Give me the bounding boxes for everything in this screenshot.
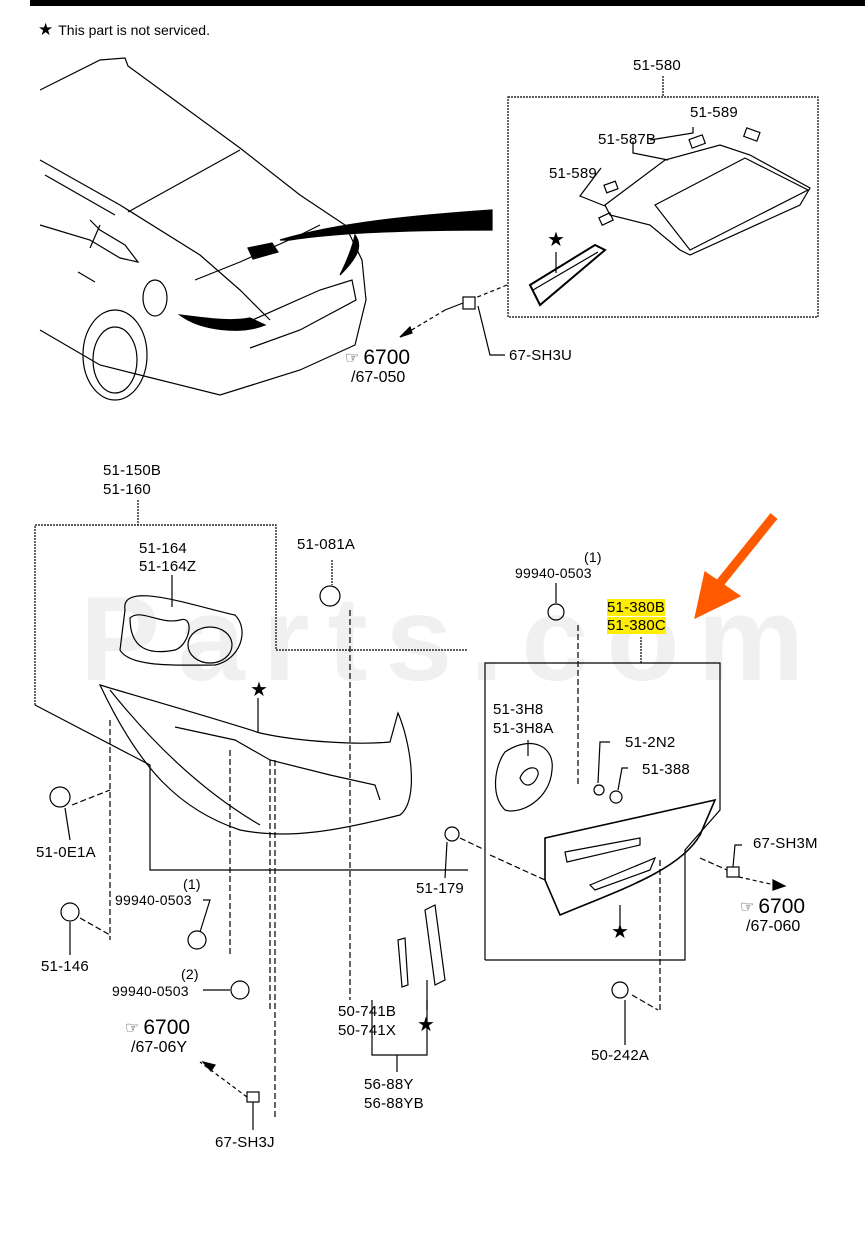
label-50-741B[interactable]: 50-741B	[338, 1003, 397, 1020]
not-serviced-star-icon: ★	[611, 921, 629, 943]
cap-51-3H8	[494, 743, 553, 812]
hmsl-lamp-part	[528, 243, 607, 307]
label-51-580[interactable]: 51-580	[633, 57, 681, 74]
label-56-88Y[interactable]: 56-88Y	[364, 1076, 414, 1093]
label-51-081A[interactable]: 51-081A	[297, 536, 356, 553]
not-serviced-star-icon: ★	[250, 679, 268, 701]
car-illustration	[39, 57, 493, 401]
reflector-part	[397, 904, 446, 988]
nut-99940-0503-2	[230, 980, 250, 1000]
top-border-bar	[30, 0, 865, 6]
section-reference-6700-67-06Y[interactable]: ☞ 6700 /67-06Y	[125, 1017, 190, 1057]
watermark: Parts.com	[80, 572, 823, 706]
label-99940-r-qty: (1)	[584, 549, 602, 565]
group-box-51-150B	[34, 524, 468, 705]
socket-67-SH3J	[246, 1091, 260, 1103]
reference-subsection: /67-06Y	[131, 1039, 188, 1056]
left-tail-lamp-part	[98, 684, 412, 835]
label-99940-0503-2[interactable]: 99940-0503	[112, 983, 189, 999]
label-51-587B[interactable]: 51-587B	[598, 131, 657, 148]
section-reference-6700-67-060[interactable]: ☞ 6700 /67-060	[740, 896, 805, 936]
not-serviced-star-icon: ★	[417, 1014, 435, 1036]
label-99940-2-qty: (2)	[181, 966, 199, 982]
reference-number: 6700	[758, 895, 806, 918]
label-51-179[interactable]: 51-179	[416, 880, 464, 897]
section-reference-6700-67-050[interactable]: ☞ 6700 /67-050	[345, 347, 410, 387]
label-51-146[interactable]: 51-146	[41, 958, 89, 975]
pointing-hand-icon: ☞	[125, 1020, 140, 1037]
label-51-0E1A[interactable]: 51-0E1A	[36, 844, 96, 861]
pointing-hand-icon: ☞	[740, 899, 755, 916]
socket-67-SH3U	[462, 296, 476, 310]
nut-99940-0503-r	[547, 603, 565, 621]
label-51-380B-text: 51-380B	[607, 599, 666, 616]
clip-51-179	[444, 826, 460, 842]
label-56-88YB[interactable]: 56-88YB	[364, 1095, 424, 1112]
clip-51-081A	[319, 585, 341, 607]
legend-text: This part is not serviced.	[58, 21, 210, 38]
label-99940-0503-1[interactable]: 99940-0503	[115, 892, 192, 908]
label-51-3H8A[interactable]: 51-3H8A	[493, 720, 554, 737]
label-50-741X[interactable]: 50-741X	[338, 1022, 397, 1039]
clip-51-0E1A	[49, 786, 71, 808]
reference-subsection: /67-060	[746, 918, 801, 935]
label-51-150B[interactable]: 51-150B	[103, 462, 162, 479]
right-inner-lamp-part	[544, 798, 717, 917]
socket-67-SH3M	[726, 866, 740, 878]
label-50-242A[interactable]: 50-242A	[591, 1047, 650, 1064]
label-51-380C-text: 51-380C	[607, 617, 666, 634]
clip-50-242A	[611, 981, 629, 999]
legend: ★ This part is not serviced.	[38, 21, 210, 38]
group-box-51-380	[484, 662, 721, 961]
star-icon: ★	[38, 20, 54, 39]
nut-99940-0503-1	[187, 930, 207, 950]
label-51-589-top[interactable]: 51-589	[690, 104, 738, 121]
label-99940-0503-r[interactable]: 99940-0503	[515, 565, 592, 581]
label-51-3H8[interactable]: 51-3H8	[493, 701, 544, 718]
orange-callout-arrow-icon	[694, 513, 778, 620]
reference-number: 6700	[363, 346, 411, 369]
label-51-2N2[interactable]: 51-2N2	[625, 734, 676, 751]
group-box-51-580	[507, 96, 819, 318]
label-51-160[interactable]: 51-160	[103, 481, 151, 498]
label-51-164Z[interactable]: 51-164Z	[139, 558, 197, 575]
pointing-hand-icon: ☞	[345, 350, 360, 367]
grommet-51-146	[60, 902, 80, 922]
label-99940-1-qty: (1)	[183, 876, 201, 892]
washer-51-388	[609, 790, 623, 804]
label-67-SH3M[interactable]: 67-SH3M	[753, 835, 818, 852]
label-51-388[interactable]: 51-388	[642, 761, 690, 778]
label-51-380C[interactable]: 51-380C	[607, 617, 666, 634]
hmsl-cover-part	[598, 127, 811, 256]
gasket-51-164	[119, 595, 243, 666]
label-51-164[interactable]: 51-164	[139, 540, 187, 557]
label-51-380B[interactable]: 51-380B	[607, 599, 666, 616]
reference-number: 6700	[143, 1016, 191, 1039]
reference-subsection: /67-050	[351, 369, 406, 386]
washer-51-2N2	[593, 784, 605, 796]
label-67-SH3J[interactable]: 67-SH3J	[215, 1134, 275, 1151]
label-67-SH3U[interactable]: 67-SH3U	[509, 347, 573, 364]
not-serviced-star-icon: ★	[547, 229, 565, 251]
label-51-589-left[interactable]: 51-589	[549, 165, 597, 182]
